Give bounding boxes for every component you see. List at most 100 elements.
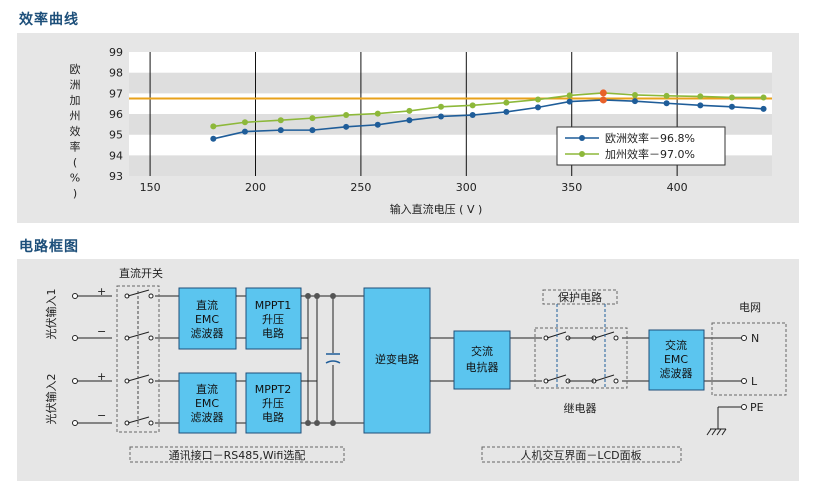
y-tick-label: 99: [109, 46, 123, 59]
data-point: [697, 93, 704, 100]
grid-label: 电网: [739, 301, 761, 314]
data-point: [697, 102, 704, 109]
y-axis-label-char: 率: [70, 140, 81, 154]
data-point: [309, 115, 316, 122]
x-tick-label: 150: [140, 181, 161, 194]
protection-label: 保护电路: [558, 290, 602, 304]
x-tick-label: 400: [667, 181, 688, 194]
y-axis-label-char: %: [70, 172, 80, 185]
dc-emc-filter-1-line3: 滤波器: [191, 327, 224, 340]
data-point: [728, 103, 735, 110]
plot-band: [129, 72, 772, 94]
y-tick-label: 97: [109, 87, 123, 100]
data-point: [469, 112, 476, 119]
grid-terminals: [741, 335, 747, 384]
input-terminals: [72, 293, 78, 426]
pe-terminal: [741, 404, 747, 410]
dc-emc-filter-2-line3: 滤波器: [191, 411, 224, 424]
y-axis-label-char: 效: [70, 124, 81, 138]
data-point: [663, 100, 670, 107]
plot-band: [129, 52, 772, 73]
data-point: [241, 128, 248, 135]
y-tick-label: 98: [109, 67, 123, 80]
data-point: [469, 102, 476, 109]
y-axis-label-char: 洲: [70, 79, 81, 92]
data-point: [343, 112, 350, 119]
y-axis-label-char: ): [73, 187, 77, 200]
data-point: [503, 99, 510, 106]
legend-label: 欧洲效率－96.8%: [605, 131, 695, 145]
relay-box: [534, 327, 628, 389]
series-line: [213, 92, 764, 128]
dc-emc-filter-2-line2: EMC: [195, 397, 219, 410]
series-line: [213, 99, 764, 140]
dc-switch-label: 直流开关: [119, 266, 163, 280]
circuit-diagram: 光伏输入1 光伏输入2 + − + − 直流开关: [17, 259, 799, 481]
data-point: [343, 123, 350, 130]
x-tick-label: 300: [456, 181, 477, 194]
pv1-plus-label: +: [97, 285, 106, 298]
dc-emc-filter-1-block: [178, 287, 237, 350]
protection-label-box: [542, 289, 618, 305]
x-tick-label: 250: [350, 181, 371, 194]
mppt1-line1: MPPT1: [255, 299, 291, 312]
grid-n-label: N: [751, 332, 759, 345]
data-point: [566, 92, 573, 99]
x-tick-label: 200: [245, 181, 266, 194]
dc-emc-filter-1-line2: EMC: [195, 313, 219, 326]
data-point: [406, 117, 413, 124]
dc-switch-contacts: [124, 289, 154, 426]
ac-emc-filter-line2: EMC: [664, 353, 688, 366]
mppt2-line1: MPPT2: [255, 383, 291, 396]
dc-emc-filter-2-line1: 直流: [196, 382, 218, 396]
data-point: [631, 91, 638, 98]
grid-l-label: L: [751, 375, 758, 388]
pv2-plus-label: +: [97, 370, 106, 383]
x-axis-label: 输入直流电压 ( V ): [390, 202, 483, 216]
filter-to-mppt-wires: [236, 295, 246, 424]
peak-point: [599, 89, 607, 97]
legend-swatch-dot: [579, 135, 585, 141]
x-tick-label: 350: [561, 181, 582, 194]
y-axis-label-char: 州: [70, 110, 81, 123]
dc-switch-box: [116, 285, 160, 433]
data-point: [728, 94, 735, 101]
pv-input-2-label: 光伏输入2: [44, 374, 58, 425]
relay-label: 继电器: [564, 402, 597, 415]
y-tick-label: 95: [109, 129, 123, 142]
data-point: [241, 119, 248, 126]
efficiency-curve-title: 效率曲线: [19, 12, 79, 28]
data-point: [309, 127, 316, 134]
legend-label: 加州效率－97.0%: [605, 147, 695, 161]
data-point: [566, 98, 573, 105]
y-tick-label: 96: [109, 108, 123, 121]
ac-emc-filter-line3: 滤波器: [660, 367, 693, 380]
data-point: [760, 94, 767, 101]
relay-links: [556, 304, 606, 387]
y-axis-label-char: 加: [70, 94, 81, 107]
dc-bus-nodes: [305, 293, 336, 426]
comm-interface-label: 通讯接口－RS485,Wifi选配: [169, 449, 306, 462]
pv-input-1-label: 光伏输入1: [44, 289, 58, 340]
mppt2-line3: 电路: [262, 411, 284, 424]
data-point: [534, 104, 541, 111]
y-tick-label: 94: [109, 149, 123, 162]
data-point: [534, 96, 541, 103]
dc-emc-filter-2-block: [178, 372, 237, 434]
ac-emc-filter-line1: 交流: [665, 338, 687, 352]
data-point: [374, 110, 381, 117]
dc-bus-wires: [301, 295, 364, 424]
inverter-block: [363, 287, 431, 434]
data-point: [210, 123, 217, 130]
ac-reactor-block: [453, 330, 511, 390]
dc-emc-filter-1-line1: 直流: [196, 298, 218, 312]
data-point: [374, 121, 381, 128]
pe-label: PE: [750, 401, 764, 414]
data-point: [406, 107, 413, 114]
mppt1-block: [245, 287, 302, 350]
y-axis-label-char: (: [73, 156, 77, 169]
legend-box: [556, 126, 726, 166]
data-point: [438, 113, 445, 120]
legend-swatch-dot: [579, 151, 585, 157]
pv2-minus-label: −: [97, 409, 106, 422]
